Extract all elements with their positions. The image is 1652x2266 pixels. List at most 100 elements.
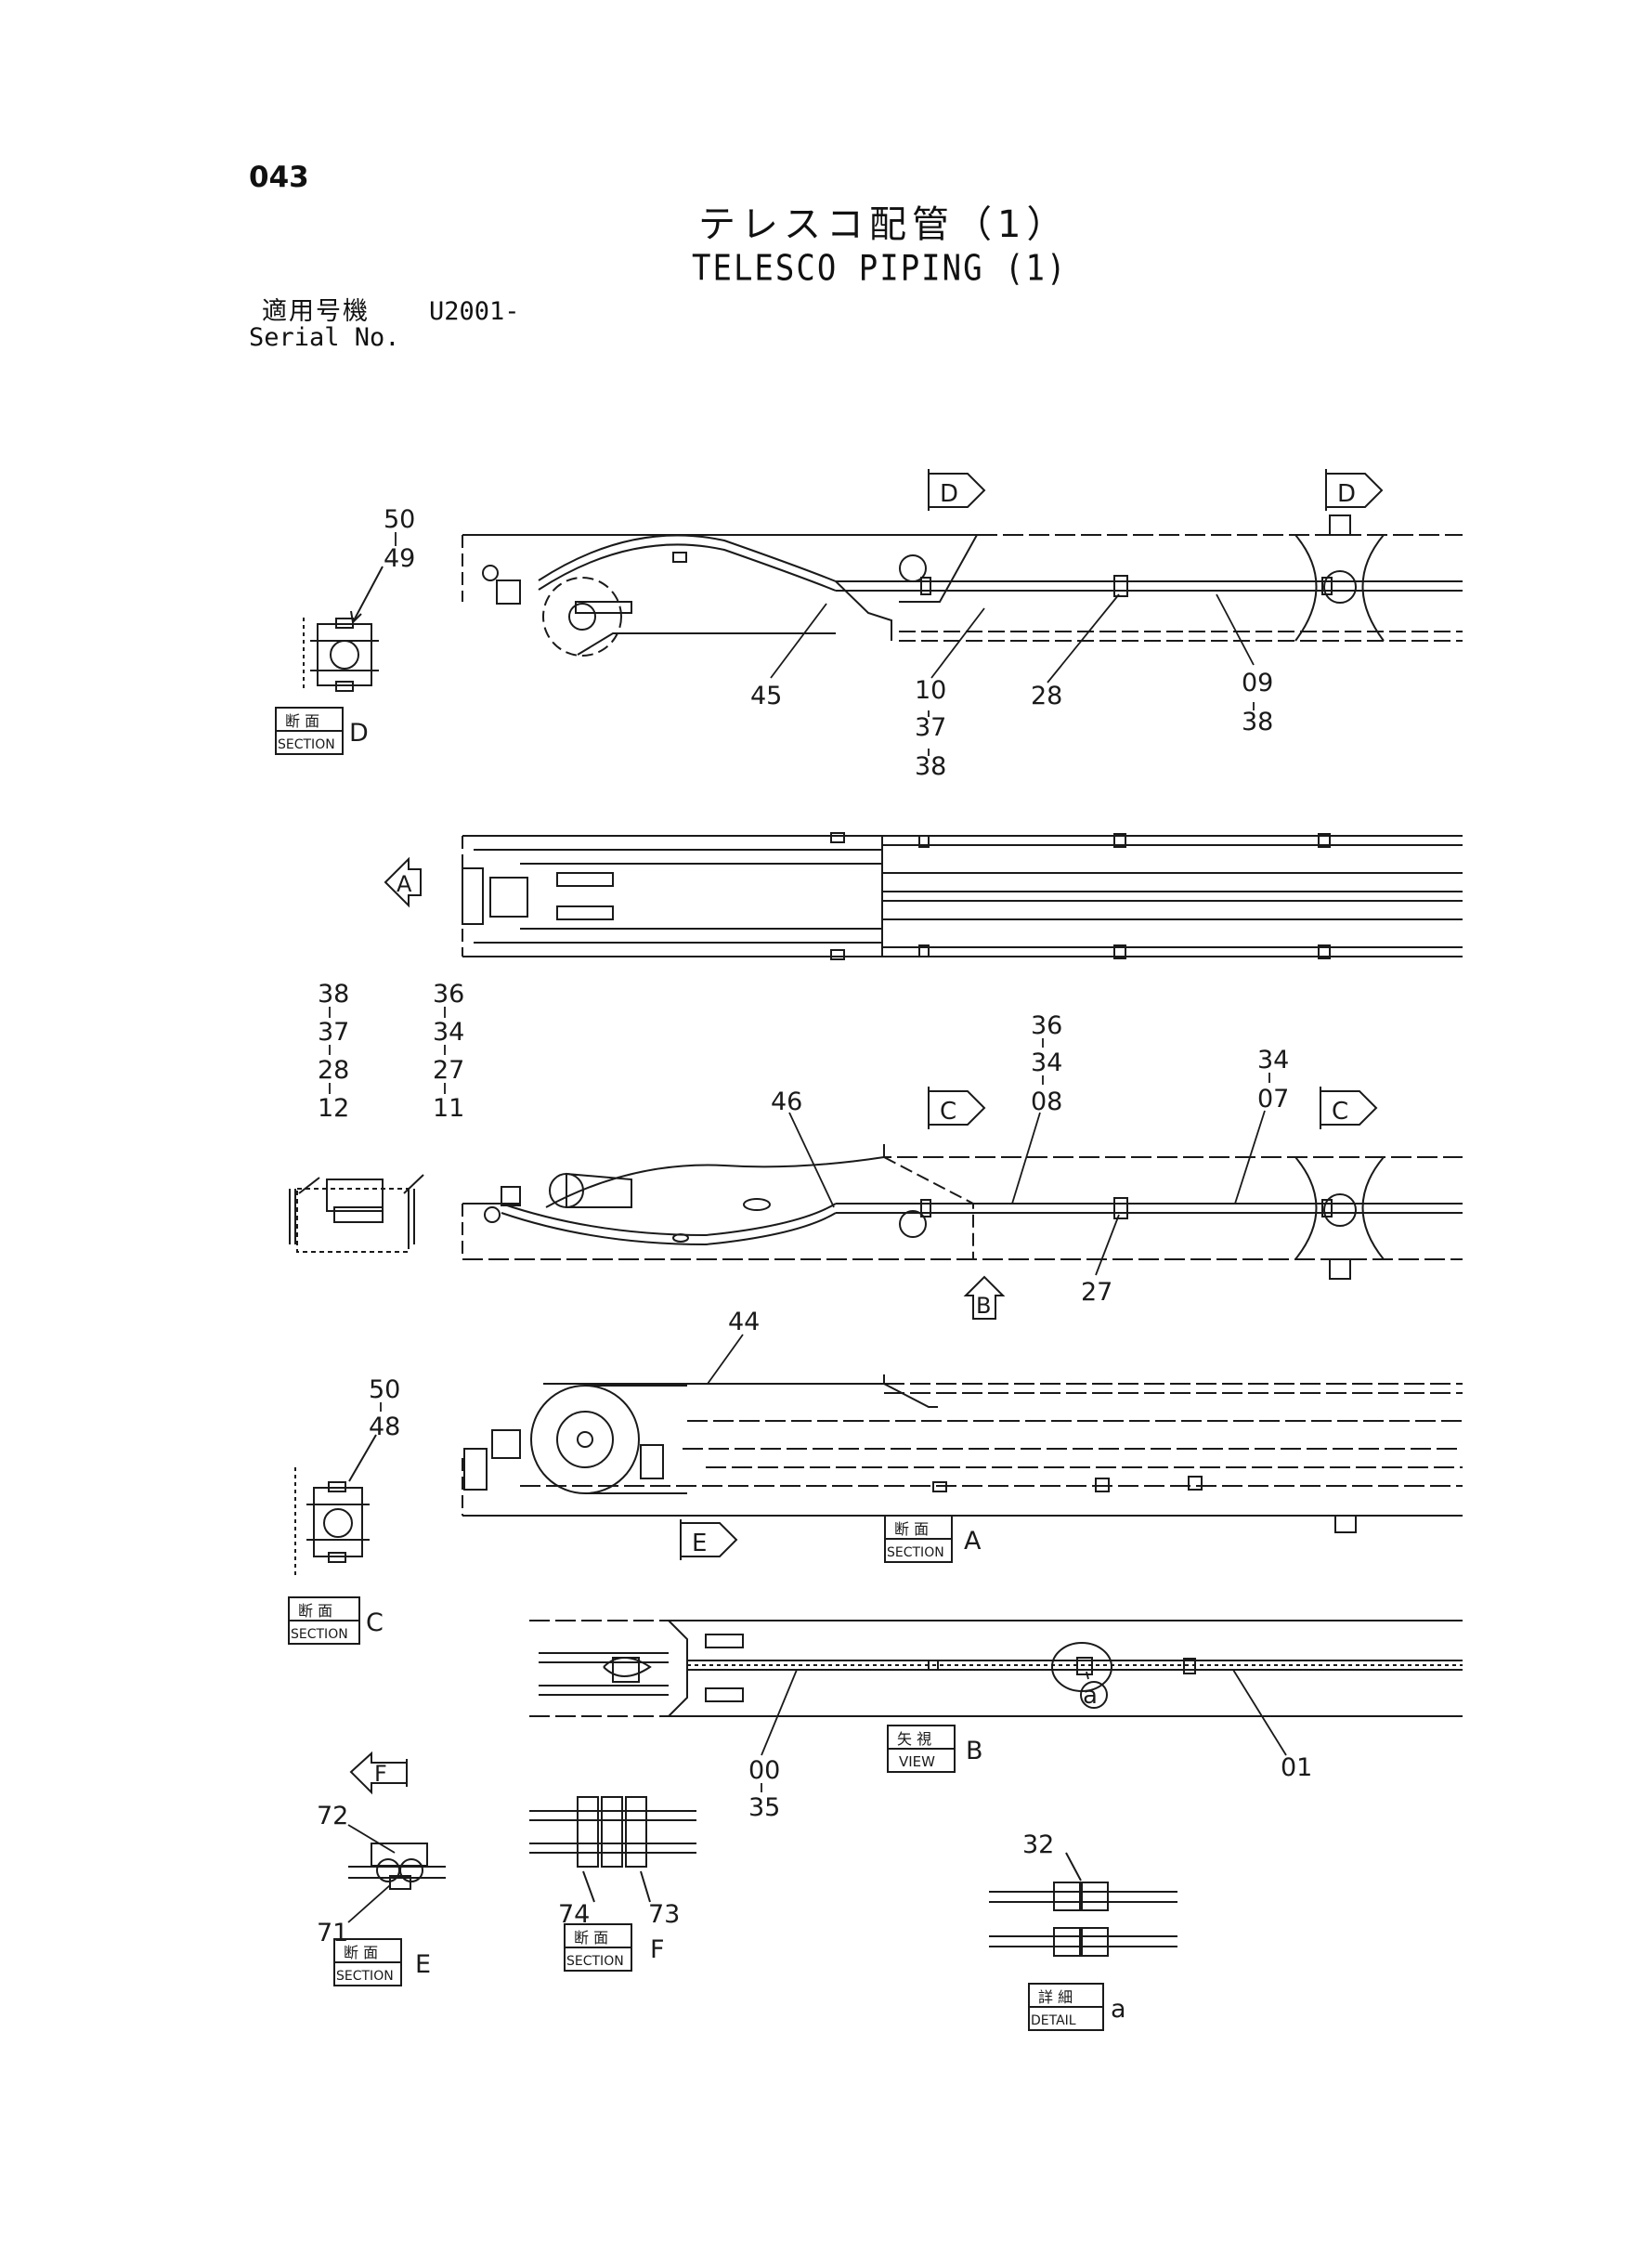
svg-text:10: 10	[915, 676, 946, 705]
svg-text:VIEW: VIEW	[899, 1753, 935, 1770]
svg-text:37: 37	[915, 713, 946, 742]
svg-text:F: F	[374, 1761, 387, 1787]
svg-text:37: 37	[318, 1018, 349, 1047]
svg-text:C: C	[1332, 1098, 1348, 1126]
svg-text:73: 73	[648, 1900, 680, 1929]
title-japanese: テレスコ配管（1）	[698, 203, 1070, 246]
section-clamp-pair	[289, 1174, 424, 1253]
view-marker-b: B	[963, 1275, 1006, 1320]
serial-value: U2001-	[429, 297, 520, 326]
svg-text:断 面: 断 面	[298, 1602, 332, 1620]
section-c-clamp	[294, 1434, 377, 1579]
view-marker-e: E	[680, 1519, 738, 1560]
section-e-clamp	[348, 1843, 446, 1890]
svg-text:71: 71	[317, 1919, 348, 1947]
svg-text:36: 36	[433, 980, 464, 1009]
serial-label-japanese: 適用号機	[262, 297, 370, 326]
svg-text:SECTION: SECTION	[278, 737, 335, 752]
svg-text:38: 38	[1242, 708, 1273, 736]
svg-text:34: 34	[1257, 1046, 1289, 1074]
detail-a-union	[989, 1852, 1177, 1957]
svg-text:50: 50	[384, 505, 415, 534]
view-marker-d-2: D	[1325, 469, 1384, 511]
svg-text:49: 49	[384, 544, 415, 573]
view-1-boom-side	[462, 514, 1463, 657]
svg-text:28: 28	[318, 1056, 349, 1085]
svg-text:01: 01	[1281, 1753, 1312, 1782]
svg-text:28: 28	[1031, 682, 1062, 710]
svg-text:断 面: 断 面	[574, 1929, 608, 1947]
view-marker-f: F	[349, 1751, 408, 1795]
svg-text:A: A	[964, 1527, 982, 1556]
caption-section-d: 断 面 SECTION D	[275, 707, 369, 755]
svg-text:矢 視: 矢 視	[897, 1730, 931, 1748]
svg-text:詳 細: 詳 細	[1038, 1988, 1073, 2006]
caption-view-b: 矢 視 VIEW B	[887, 1725, 983, 1773]
svg-text:断 面: 断 面	[894, 1520, 929, 1538]
svg-text:35: 35	[748, 1793, 780, 1822]
caption-section-a: 断 面 SECTION A	[884, 1515, 982, 1563]
svg-text:46: 46	[771, 1087, 802, 1116]
svg-text:E: E	[415, 1950, 431, 1979]
svg-text:50: 50	[369, 1375, 400, 1404]
svg-text:44: 44	[728, 1308, 760, 1336]
svg-text:48: 48	[369, 1413, 400, 1441]
svg-text:38: 38	[915, 752, 946, 781]
callout-labels: 50 49 45 10 37 38 28 09 38 38 37 28 12 3…	[317, 505, 1312, 1947]
view-3-boom-side	[462, 1144, 1463, 1280]
svg-text:a: a	[1083, 1682, 1098, 1710]
svg-text:00: 00	[748, 1756, 780, 1785]
svg-text:08: 08	[1031, 1087, 1062, 1116]
serial-label-english: Serial No.	[249, 323, 400, 352]
svg-text:38: 38	[318, 980, 349, 1009]
svg-text:32: 32	[1022, 1830, 1054, 1859]
svg-text:a: a	[1111, 1995, 1126, 2024]
svg-text:A: A	[397, 871, 412, 897]
caption-section-f: 断 面 SECTION F	[564, 1923, 665, 1972]
view-marker-c-1: C	[928, 1087, 986, 1129]
svg-text:SECTION: SECTION	[291, 1627, 348, 1642]
svg-text:34: 34	[433, 1018, 464, 1047]
svg-text:36: 36	[1031, 1011, 1062, 1040]
section-d-clamp	[303, 566, 384, 692]
svg-text:SECTION: SECTION	[887, 1545, 944, 1560]
svg-text:27: 27	[1081, 1278, 1112, 1307]
svg-text:C: C	[366, 1608, 384, 1637]
svg-text:D: D	[940, 480, 958, 508]
view-5-boom-view-b	[529, 1620, 1463, 1717]
view-4-boom-section-a	[462, 1374, 1463, 1533]
view-2-boom-plan	[462, 832, 1463, 960]
svg-text:27: 27	[433, 1056, 464, 1085]
svg-text:E: E	[692, 1530, 707, 1557]
callout-leaders	[329, 532, 1287, 1923]
svg-text:D: D	[349, 719, 369, 748]
svg-text:34: 34	[1031, 1048, 1062, 1077]
svg-text:B: B	[976, 1293, 991, 1319]
detail-a-circle-marker	[1080, 1681, 1108, 1709]
svg-text:45: 45	[750, 682, 782, 710]
view-marker-c-2: C	[1320, 1087, 1378, 1129]
section-f-clamp	[529, 1796, 696, 1903]
svg-text:SECTION: SECTION	[336, 1969, 394, 1984]
svg-text:C: C	[940, 1098, 956, 1126]
view-marker-a: A	[384, 856, 422, 908]
svg-text:11: 11	[433, 1094, 464, 1123]
svg-text:B: B	[966, 1737, 983, 1765]
caption-section-e: 断 面 SECTION E	[333, 1938, 431, 1986]
svg-text:07: 07	[1257, 1085, 1289, 1113]
svg-text:F: F	[650, 1935, 665, 1964]
svg-text:D: D	[1337, 480, 1356, 508]
svg-text:72: 72	[317, 1802, 348, 1830]
view-marker-d-1: D	[928, 469, 986, 511]
svg-text:SECTION: SECTION	[566, 1954, 624, 1969]
svg-text:断 面: 断 面	[344, 1944, 378, 1961]
svg-text:12: 12	[318, 1094, 349, 1123]
caption-detail-a: 詳 細 DETAIL a	[1028, 1983, 1126, 2031]
title-english: TELESCO PIPING (1)	[692, 247, 1068, 290]
svg-text:断 面: 断 面	[285, 712, 319, 730]
page-number: 043	[249, 161, 309, 194]
caption-section-c: 断 面 SECTION C	[288, 1596, 384, 1645]
svg-text:DETAIL: DETAIL	[1031, 2013, 1076, 2028]
svg-text:09: 09	[1242, 669, 1273, 697]
